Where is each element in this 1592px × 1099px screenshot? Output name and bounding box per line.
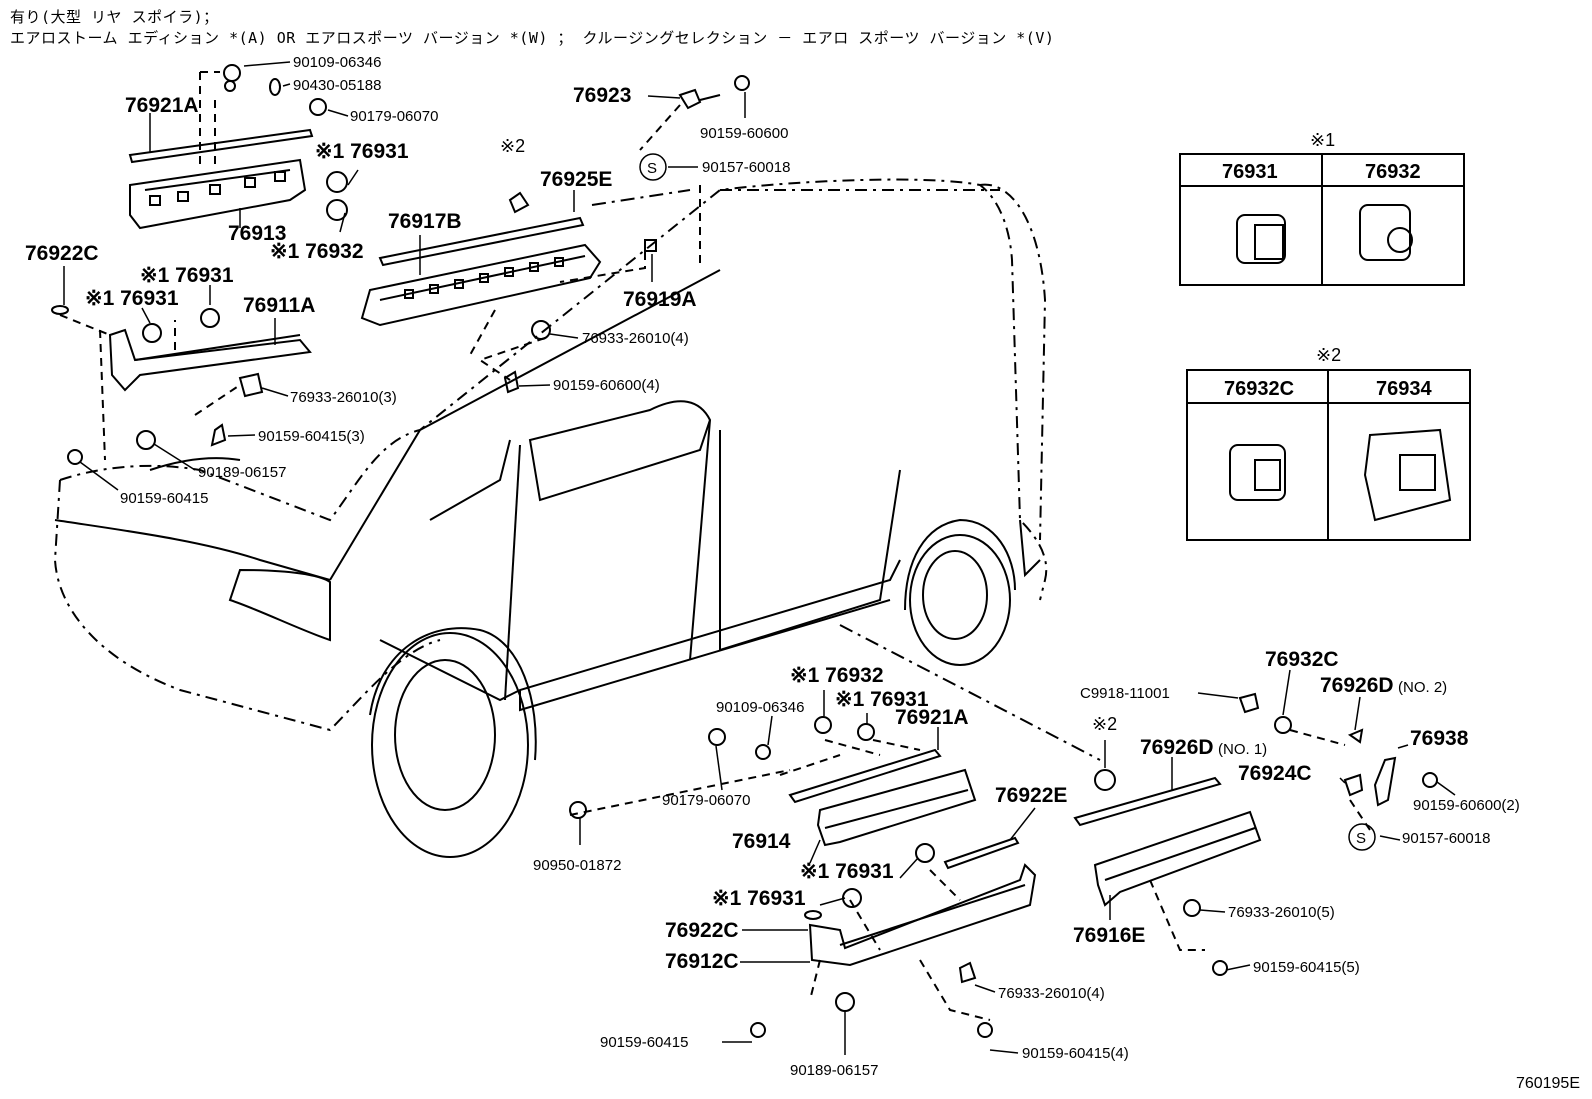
label-90159-60415-5: 90159-60415(5) [1253,959,1360,976]
label-76932-a: ※1 76932 [270,240,364,263]
label-76932C: 76932C [1265,648,1339,671]
rear-spoiler-group [128,64,348,230]
label-mark2-top: ※2 [500,136,525,156]
leader-lines [63,61,1456,1055]
label-76933-26010-5: 76933-26010(5) [1228,904,1335,921]
label-76917B: 76917B [388,210,462,233]
label-76931-a: ※1 76931 [315,140,409,163]
label-76919A: 76919A [623,288,697,311]
label-76911A: 76911A [243,294,315,317]
label-76921A-b: 76921A [895,706,969,729]
header-line-1: 有り(大型 リヤ スポイラ)； [10,8,219,26]
label-90189-06157-b: 90189-06157 [790,1062,878,1079]
label-90159-60600-4: 90159-60600(4) [553,377,660,394]
label-76923: 76923 [573,84,631,107]
label-90109-06346-top: 90109-06346 [293,54,381,71]
label-mark2-b: ※2 [1092,714,1117,734]
legend1-col2: 76932 [1365,161,1421,183]
label-s-top: S [647,160,657,177]
legend-box-1 [1179,153,1465,286]
label-76912C: 76912C [665,950,739,973]
label-76931-f: ※1 76931 [712,887,806,910]
label-90157-60018-top: 90157-60018 [702,159,790,176]
label-C9918-11001: C9918-11001 [1080,685,1170,702]
label-76921A-top: 76921A [125,94,199,117]
label-76926D-2: 76926D [1320,674,1394,697]
rear-side-garnish-group [360,75,750,394]
label-76931-c: ※1 76931 [85,287,179,310]
label-90159-60600-top: 90159-60600 [700,125,788,142]
label-90430-05188: 90430-05188 [293,77,381,94]
label-90109-06346-b: 90109-06346 [716,699,804,716]
legend1-mark: ※1 [1310,130,1335,150]
label-76924C: 76924C [1238,762,1312,785]
label-90950-01872: 90950-01872 [533,857,621,874]
header-line-2: エアロストーム エディション *(A) OR エアロスポーツ バージョン *(W… [10,29,1055,47]
side-mudguard-group [569,624,1101,1038]
label-76932-b: ※1 76932 [790,664,884,687]
label-76925E: 76925E [540,168,612,191]
label-76931-e: ※1 76931 [800,860,894,883]
legend-box-2 [1186,369,1471,541]
label-76931-d: ※1 76931 [835,688,929,711]
legend2-col2: 76934 [1376,378,1432,400]
label-76933-26010-4-top: 76933-26010(4) [582,330,689,347]
label-no2: (NO. 2) [1398,679,1447,696]
label-90179-06070-top: 90179-06070 [350,108,438,125]
label-76922E: 76922E [995,784,1067,807]
label-76916E: 76916E [1073,924,1145,947]
label-90159-60415-top: 90159-60415 [120,490,208,507]
label-90189-06157-top: 90189-06157 [198,464,286,481]
label-76926D-1: 76926D [1140,736,1214,759]
label-76922C-top: 76922C [25,242,99,265]
label-90159-60415-3: 90159-60415(3) [258,428,365,445]
label-s-b: S [1356,830,1366,847]
vehicle-outline [53,178,1048,858]
label-76933-26010-3: 76933-26010(3) [290,389,397,406]
label-76931-b: ※1 76931 [140,264,234,287]
legend1-col1: 76931 [1222,161,1278,183]
label-90179-06070-b: 90179-06070 [662,792,750,809]
label-76922C-b: 76922C [665,919,739,942]
legend2-mark: ※2 [1316,345,1341,365]
part-labels: 76921A 90109-06346 90430-05188 90179-060… [25,54,1520,1079]
label-90157-60018-b: 90157-60018 [1402,830,1490,847]
label-76914: 76914 [732,830,791,853]
label-76933-26010-4-b: 76933-26010(4) [998,985,1105,1002]
label-76913: 76913 [228,222,286,245]
label-76938: 76938 [1410,727,1469,750]
label-90159-60415-4: 90159-60415(4) [1022,1045,1129,1062]
legend2-col1: 76932C [1224,378,1294,400]
figure-code: 760195E [1515,1075,1580,1092]
front-spoiler-group [51,305,312,465]
rear-mudguard-group [1073,692,1438,976]
label-90159-60600-2: 90159-60600(2) [1413,797,1520,814]
label-90159-60415-b: 90159-60415 [600,1034,688,1051]
label-no1: (NO. 1) [1218,741,1267,758]
